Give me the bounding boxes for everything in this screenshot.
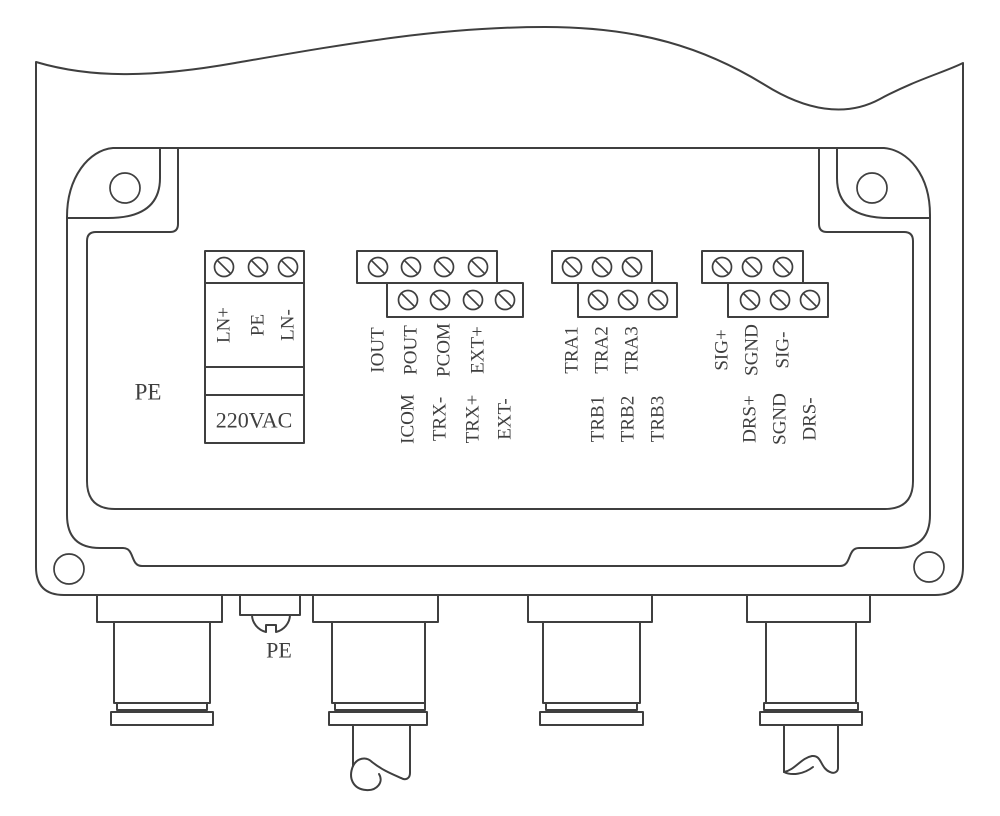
tab-outline — [836, 147, 931, 219]
earth-screw-head — [251, 614, 291, 633]
mounting-hole-left — [53, 553, 85, 585]
terminal-label: TRB1 — [588, 396, 609, 442]
corner-screw-hole — [856, 172, 888, 204]
terminal-label: ICOM — [398, 394, 419, 444]
screw-terminal — [561, 256, 583, 278]
screw-terminal — [277, 256, 299, 278]
gland-ring — [334, 702, 426, 711]
recessed-face-outline — [86, 147, 914, 510]
supply-voltage-label: 220VAC — [216, 408, 293, 433]
screw-terminal — [587, 289, 609, 311]
gland-body — [765, 621, 857, 704]
gland-ring — [763, 702, 859, 711]
terminal-label: IOUT — [368, 327, 389, 373]
earth-screw-label: PE — [266, 638, 292, 663]
screw-terminal — [621, 256, 643, 278]
terminal-label: PCOM — [434, 323, 455, 377]
power-terminal-block: LN+ PE LN- 220VAC PE — [135, 250, 305, 444]
terminal-label: TRA1 — [562, 326, 583, 374]
gland-locknut — [328, 711, 428, 726]
screw-terminal — [711, 256, 733, 278]
mounting-hole-right — [913, 551, 945, 583]
terminal-label: LN- — [278, 309, 299, 341]
screw-terminal — [494, 289, 516, 311]
terminal-label: TRA2 — [592, 326, 613, 374]
io-terminal-block: IOUT POUT PCOM EXT+ ICOM TRX- TRX+ EXT- — [356, 250, 524, 444]
gland-locknut — [110, 711, 214, 726]
screw-terminal — [462, 289, 484, 311]
corner-mount-tab-left — [66, 147, 161, 219]
terminal-label: SIG+ — [712, 329, 733, 370]
earth-screw-base — [239, 594, 301, 616]
gland-flange — [527, 594, 653, 623]
terminal-label: TRX- — [430, 397, 451, 441]
screw-terminal — [397, 289, 419, 311]
cable — [350, 724, 411, 792]
gland-body — [542, 621, 641, 704]
screw-terminal — [739, 289, 761, 311]
screw-terminal — [467, 256, 489, 278]
terminal-label: EXT+ — [468, 326, 489, 374]
terminal-label: TRB2 — [618, 396, 639, 442]
cable-gland-3 — [527, 594, 653, 726]
screw-terminal — [367, 256, 389, 278]
protective-earth-label: PE — [135, 380, 162, 405]
terminal-label: TRB3 — [648, 396, 669, 442]
cable-gland-2 — [312, 594, 439, 792]
gland-flange — [312, 594, 439, 623]
corner-mount-tab-right — [836, 147, 931, 219]
terminal-label: DRS- — [800, 397, 821, 440]
cable-gland-4 — [746, 594, 871, 776]
screw-terminal — [591, 256, 613, 278]
gland-body — [113, 621, 211, 704]
cable — [783, 724, 839, 776]
terminal-label: TRX+ — [463, 395, 484, 444]
screw-terminal — [429, 289, 451, 311]
gland-body — [331, 621, 426, 704]
gland-locknut — [539, 711, 644, 726]
terminal-label: DRS+ — [740, 395, 761, 443]
screw-terminal — [400, 256, 422, 278]
screw-terminal — [799, 289, 821, 311]
screw-terminal — [617, 289, 639, 311]
terminal-label: PE — [248, 314, 269, 336]
terminal-label: LN+ — [214, 307, 235, 343]
screw-terminal — [741, 256, 763, 278]
terminal-label: SIG- — [773, 332, 794, 369]
signal-terminal-block: SIG+ SGND SIG- DRS+ SGND DRS- — [701, 250, 829, 445]
screw-terminal — [433, 256, 455, 278]
terminal-label: TRA3 — [622, 326, 643, 374]
cover-panel-outline — [66, 147, 931, 567]
transducer-terminal-block: TRA1 TRA2 TRA3 TRB1 TRB2 TRB3 — [551, 250, 678, 442]
tab-outline — [66, 147, 161, 219]
gland-locknut — [759, 711, 863, 726]
gland-ring — [116, 702, 208, 711]
voltage-box — [204, 394, 305, 444]
cable-gland-1 — [96, 594, 223, 726]
gland-flange — [746, 594, 871, 623]
screw-terminal — [213, 256, 235, 278]
gland-flange — [96, 594, 223, 623]
terminal-label: SGND — [742, 324, 763, 376]
terminal-label: SGND — [770, 393, 791, 445]
earth-screw: PE — [239, 594, 301, 663]
screw-terminal — [772, 256, 794, 278]
corner-screw-hole — [109, 172, 141, 204]
screw-terminal — [769, 289, 791, 311]
terminal-label: POUT — [401, 325, 422, 375]
screw-terminal — [247, 256, 269, 278]
terminal-label: EXT- — [495, 398, 516, 440]
gland-ring — [545, 702, 638, 711]
screw-terminal — [647, 289, 669, 311]
